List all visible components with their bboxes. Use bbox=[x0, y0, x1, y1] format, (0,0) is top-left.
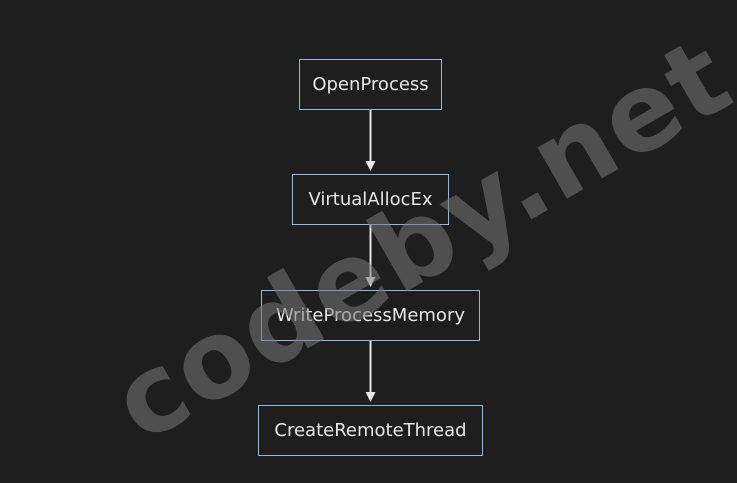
node-label: VirtualAllocEx bbox=[308, 189, 433, 210]
node-virtualallocex: VirtualAllocEx bbox=[292, 174, 449, 225]
node-label: CreateRemoteThread bbox=[274, 420, 467, 441]
node-createremotethread: CreateRemoteThread bbox=[258, 405, 483, 456]
node-openprocess: OpenProcess bbox=[299, 59, 442, 110]
node-writeprocessmemory: WriteProcessMemory bbox=[261, 290, 480, 341]
node-label: OpenProcess bbox=[312, 74, 429, 95]
node-label: WriteProcessMemory bbox=[275, 305, 465, 326]
